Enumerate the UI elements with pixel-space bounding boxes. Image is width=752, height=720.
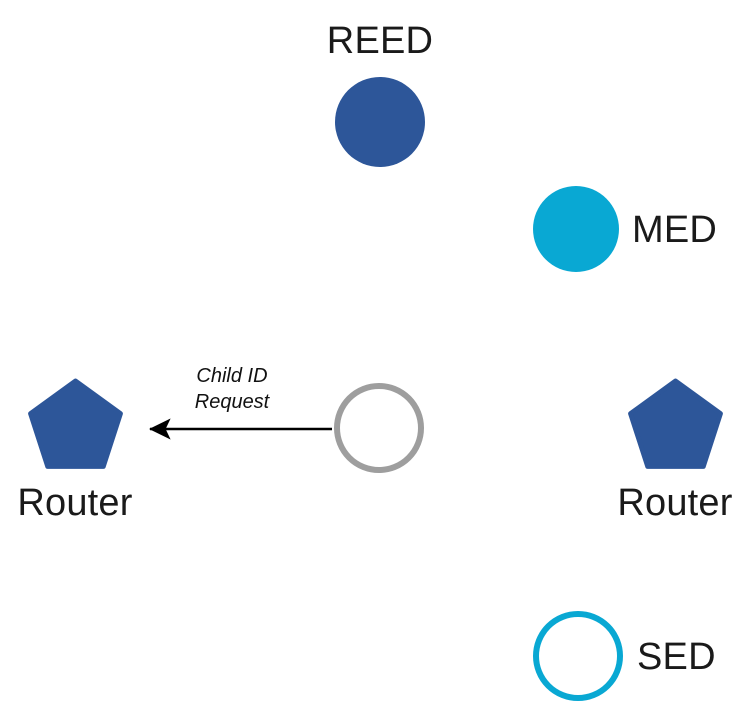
sed-circle-icon [533,611,623,701]
node-label-med: MED [632,209,718,251]
router-pentagon-icon [28,378,123,469]
node-label-router-left: Router [17,482,133,524]
node-sed[interactable] [533,611,623,701]
node-router-left[interactable] [28,378,123,470]
edge-label-line-1: Child ID [196,365,268,387]
joining-device-circle-icon [334,383,424,473]
node-med[interactable] [533,186,619,272]
node-reed[interactable] [335,77,425,167]
node-label-sed: SED [637,636,716,678]
node-router-right[interactable] [628,378,723,470]
node-label-reed: REED [326,20,434,62]
edge-label-child-id-request: Child ID Request [195,364,270,415]
node-joining-device[interactable] [334,383,424,473]
edge-label-line-2: Request [194,390,270,413]
reed-circle-icon [335,77,425,167]
node-label-router-right: Router [617,482,733,524]
router-pentagon-icon [628,378,723,469]
med-circle-icon [533,186,619,272]
